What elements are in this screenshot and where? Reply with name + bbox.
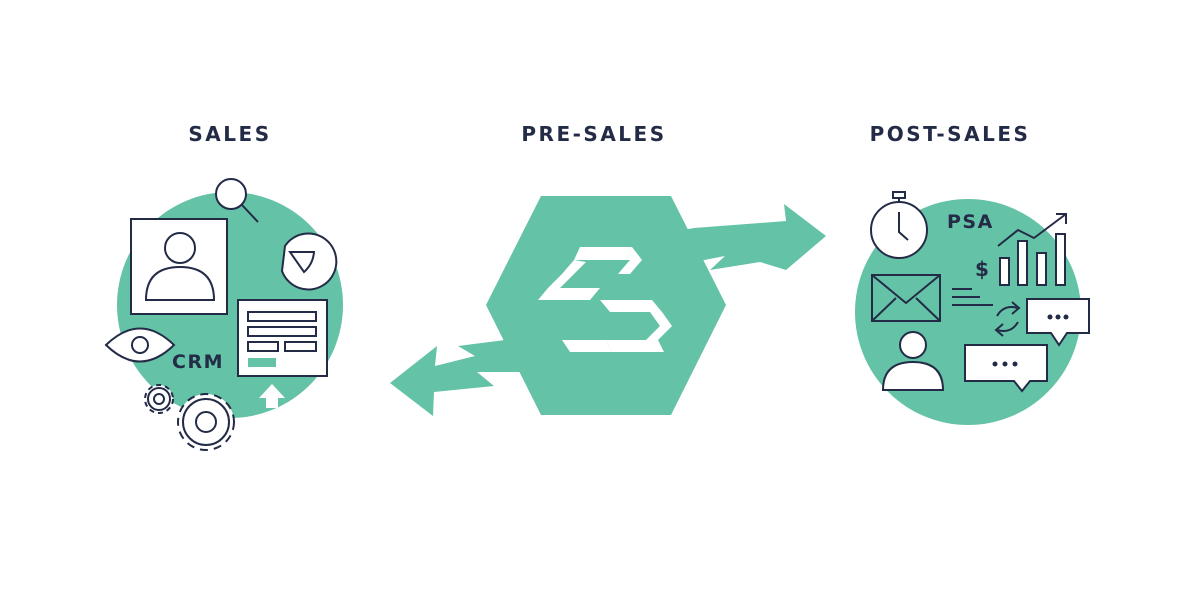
speed-lines-icon	[952, 288, 993, 306]
gear-icon	[177, 393, 235, 451]
sync-arrows-icon	[994, 301, 1021, 337]
chat-bubble-icon	[1026, 298, 1090, 347]
crm-label: CRM	[172, 351, 224, 373]
sales-heading: SALES	[188, 122, 272, 146]
user-card-icon	[130, 218, 228, 315]
chat-bubble-icon-2	[964, 344, 1048, 393]
form-icon	[237, 299, 328, 377]
envelope-icon	[871, 274, 941, 322]
upload-arrow-icon	[259, 384, 285, 408]
dollar-sign: $	[975, 257, 989, 281]
magnifier-icon	[215, 178, 259, 223]
user-icon	[881, 331, 945, 391]
pre-sales-heading: PRE-SALES	[521, 122, 667, 146]
hexagon-logo-icon	[486, 196, 726, 415]
post-sales-heading: POST-SALES	[869, 122, 1031, 146]
eye-icon	[104, 327, 176, 363]
bar-chart-icon	[997, 213, 1067, 286]
psa-label: PSA	[947, 211, 994, 233]
gear-small-icon	[144, 384, 174, 414]
stopwatch-icon	[870, 191, 928, 259]
pie-chart-icon	[280, 232, 338, 291]
